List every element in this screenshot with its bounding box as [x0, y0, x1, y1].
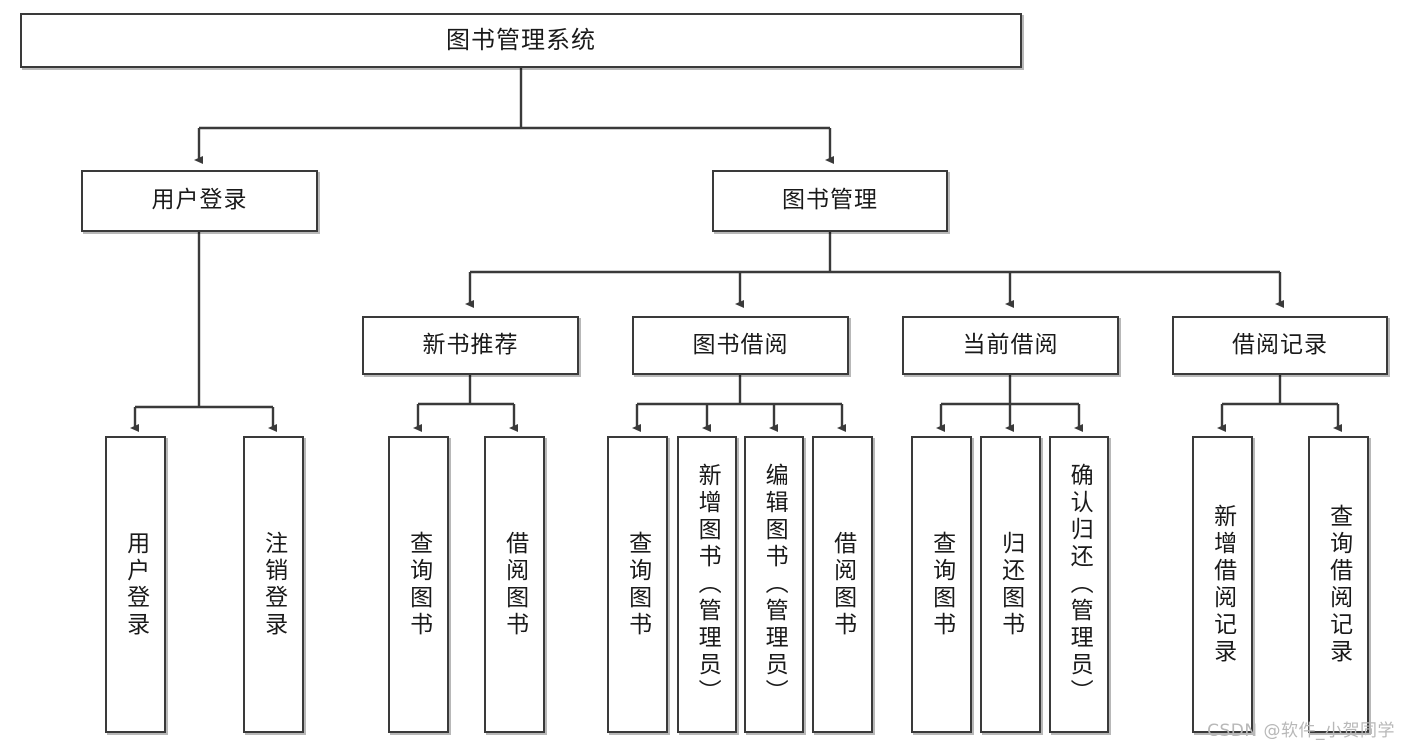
node-book-borrow-label: 图书借阅	[692, 331, 789, 358]
leaf-logout-login[interactable]: 注销登录	[243, 436, 304, 733]
node-book-borrow[interactable]: 图书借阅	[632, 316, 849, 375]
node-root[interactable]: 图书管理系统	[20, 13, 1022, 68]
leaf-edit-book[interactable]: 编辑图书（管理员）	[744, 436, 804, 733]
leaf-confirm-return-label: 确认归还（管理员）	[1066, 463, 1093, 706]
node-borrow-record-label: 借阅记录	[1232, 331, 1328, 358]
node-current-borrow-label: 当前借阅	[962, 331, 1059, 358]
leaf-return-book[interactable]: 归还图书	[980, 436, 1041, 733]
leaf-query-book-1[interactable]: 查询图书	[388, 436, 449, 733]
csdn-watermark: CSDN @软件_小贺同学	[1207, 721, 1395, 741]
leaf-query-book-1-label: 查询图书	[405, 530, 432, 639]
node-borrow-record[interactable]: 借阅记录	[1172, 316, 1388, 375]
node-user-login[interactable]: 用户登录	[81, 170, 318, 232]
node-user-login-label: 用户登录	[151, 187, 248, 214]
leaf-query-book-2-label: 查询图书	[624, 530, 651, 639]
leaf-borrow-book-2-label: 借阅图书	[829, 530, 856, 639]
leaf-borrow-book-2[interactable]: 借阅图书	[812, 436, 873, 733]
leaf-borrow-book-1[interactable]: 借阅图书	[484, 436, 545, 733]
node-book-manage-label: 图书管理	[782, 187, 878, 214]
leaf-add-record-label: 新增借阅记录	[1209, 503, 1236, 666]
leaf-query-record[interactable]: 查询借阅记录	[1308, 436, 1369, 733]
node-current-borrow[interactable]: 当前借阅	[902, 316, 1119, 375]
leaf-logout-login-label: 注销登录	[260, 530, 287, 639]
leaf-add-book-label: 新增图书（管理员）	[694, 463, 721, 706]
leaf-return-book-label: 归还图书	[997, 530, 1024, 639]
leaf-query-book-2[interactable]: 查询图书	[607, 436, 668, 733]
node-new-book-recommend-label: 新书推荐	[422, 331, 519, 358]
leaf-add-record[interactable]: 新增借阅记录	[1192, 436, 1253, 733]
leaf-query-book-3-label: 查询图书	[928, 530, 955, 639]
leaf-query-book-3[interactable]: 查询图书	[911, 436, 972, 733]
leaf-confirm-return[interactable]: 确认归还（管理员）	[1049, 436, 1109, 733]
node-new-book-recommend[interactable]: 新书推荐	[362, 316, 579, 375]
node-root-label: 图书管理系统	[446, 26, 596, 55]
leaf-user-login-label: 用户登录	[122, 530, 149, 639]
leaf-edit-book-label: 编辑图书（管理员）	[761, 463, 788, 706]
leaf-borrow-book-1-label: 借阅图书	[501, 530, 528, 639]
node-book-manage[interactable]: 图书管理	[712, 170, 948, 232]
leaf-query-record-label: 查询借阅记录	[1325, 503, 1352, 666]
leaf-user-login[interactable]: 用户登录	[105, 436, 166, 733]
leaf-add-book[interactable]: 新增图书（管理员）	[677, 436, 737, 733]
